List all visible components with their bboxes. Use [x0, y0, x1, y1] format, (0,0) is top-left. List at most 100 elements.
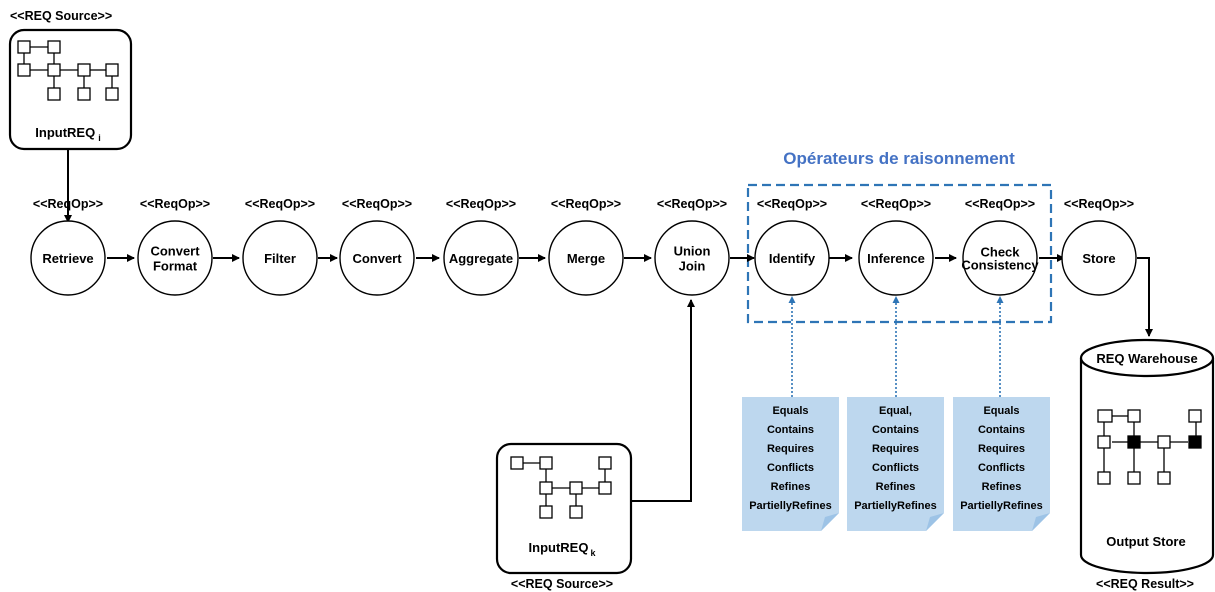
operator-label: Identify: [769, 251, 816, 266]
operator-aggregate: <<ReqOp>> Aggregate: [443, 197, 519, 296]
operator-label: Aggregate: [449, 251, 513, 266]
req-graph-icon: [17, 40, 119, 101]
operator-node-circle: [754, 220, 830, 296]
relation-note-inference: Equal, ContainsRequiresConflictsRefinesPa…: [847, 296, 944, 531]
note-fold-corner: [821, 513, 839, 531]
relation-note-check-consistency: EqualsContainsRequiresConflictsRefinesPa…: [953, 296, 1050, 531]
reasoning-group-title: Opérateurs de raisonnement: [783, 149, 1015, 168]
operator-stereotype: <<ReqOp>>: [245, 197, 315, 211]
note-line: Equals: [983, 405, 1019, 417]
operator-node-circle: [1061, 220, 1137, 296]
note-line: Conflicts: [978, 462, 1025, 474]
connections: [64, 150, 1153, 502]
operator-convert: <<ReqOp>> Convert: [339, 197, 415, 296]
operator-label: Consistency: [961, 258, 1039, 273]
operator-label: Merge: [567, 251, 605, 266]
operator-label: Retrieve: [42, 251, 93, 266]
req-graph-icon: [1097, 409, 1202, 485]
operator-stereotype: <<ReqOp>>: [446, 197, 516, 211]
operator-merge: <<ReqOp>> Merge: [548, 197, 624, 296]
operator-filter: <<ReqOp>> Filter: [242, 197, 318, 296]
note-line: Refines: [771, 481, 811, 493]
operator-stereotype: <<ReqOp>>: [33, 197, 103, 211]
store-to-warehouse-arrow: [1137, 257, 1153, 337]
operator-stereotype: <<ReqOp>>: [965, 197, 1035, 211]
operator-stereotype: <<ReqOp>>: [551, 197, 621, 211]
operator-label: Union: [674, 244, 711, 259]
req-source-bottom-stereotype: <<REQ Source>>: [511, 577, 613, 591]
req-source-top-box: [8, 28, 133, 151]
note-line: Conflicts: [767, 462, 814, 474]
operator-identify: <<ReqOp>>Identify: [754, 197, 830, 296]
warehouse-cylinder-top: [1079, 338, 1215, 378]
operator-stereotype: <<ReqOp>>: [140, 197, 210, 211]
operator-nodes: <<ReqOp>>Retrieve<<ReqOp>>ConvertFormat<…: [30, 197, 1137, 296]
operator-node-circle: [339, 220, 415, 296]
req-source-top-stereotype: <<REQ Source>>: [10, 9, 112, 23]
req-source-bottom-box: [495, 442, 633, 575]
operator-node-circle: [242, 220, 318, 296]
operator-retrieve: <<ReqOp>> Retrieve: [30, 197, 106, 296]
operator-node-circle: [30, 220, 106, 296]
operator-node-circle: [654, 220, 730, 296]
operator-label: Join: [679, 259, 706, 274]
warehouse-cylinder-body: [1079, 358, 1215, 575]
warehouse-title: REQ Warehouse: [1096, 351, 1197, 366]
operator-node-circle: [962, 220, 1038, 296]
operator-stereotype: <<ReqOp>>: [861, 197, 931, 211]
note-line: Conflicts: [872, 462, 919, 474]
note-line: Equal,: [879, 405, 912, 417]
operator-stereotype: <<ReqOp>>: [1064, 197, 1134, 211]
operator-node-circle: [137, 220, 213, 296]
note-line: Requires: [978, 443, 1025, 455]
operator-label: Format: [153, 259, 198, 274]
note-line: Refines: [876, 481, 916, 493]
note-fold-corner: [926, 513, 944, 531]
reasoning-operators-group: Opérateurs de raisonnement: [746, 149, 1053, 324]
note-line: Contains: [978, 424, 1025, 436]
operator-inference: <<ReqOp>> Inference: [858, 197, 934, 296]
operator-label: Store: [1082, 251, 1115, 266]
note-line: PartiellyRefines: [854, 500, 937, 512]
note-line: Refines: [982, 481, 1022, 493]
warehouse-footer: Output Store: [1106, 534, 1185, 549]
note-sheet: [847, 397, 944, 531]
req-graph-icon: [510, 456, 612, 519]
note-line: Equals: [772, 405, 808, 417]
operator-node-circle: [858, 220, 934, 296]
operator-label: Inference: [867, 251, 925, 266]
warehouse-stereotype: <<REQ Result>>: [1096, 577, 1194, 591]
relation-notes: EqualsContainsRequiresConflictsRefinesPa…: [742, 296, 1050, 531]
operator-label: Check: [980, 245, 1020, 260]
note-line: Requires: [767, 443, 814, 455]
note-line: PartiellyRefines: [960, 500, 1043, 512]
operator-node-circle: [548, 220, 624, 296]
operator-stereotype: <<ReqOp>>: [657, 197, 727, 211]
operator-label: Filter: [264, 251, 296, 266]
note-sheet: [953, 397, 1050, 531]
operator-label: Convert: [150, 244, 200, 259]
operator-label: Convert: [352, 251, 402, 266]
note-line: PartiellyRefines: [749, 500, 832, 512]
source-k-to-union-join-arrow: [632, 299, 695, 502]
note-line: Contains: [767, 424, 814, 436]
relation-note-identify: EqualsContainsRequiresConflictsRefinesPa…: [742, 296, 839, 531]
note-line: Contains: [872, 424, 919, 436]
reasoning-group-frame: [746, 183, 1053, 324]
note-fold-corner: [1032, 513, 1050, 531]
operator-node-circle: [443, 220, 519, 296]
operator-store: <<ReqOp>> Store: [1061, 197, 1137, 296]
operator-stereotype: <<ReqOp>>: [342, 197, 412, 211]
req-warehouse: REQ Warehouse Output Store <<REQ Result>…: [1079, 338, 1215, 591]
note-line: Requires: [872, 443, 919, 455]
note-sheet: [742, 397, 839, 531]
